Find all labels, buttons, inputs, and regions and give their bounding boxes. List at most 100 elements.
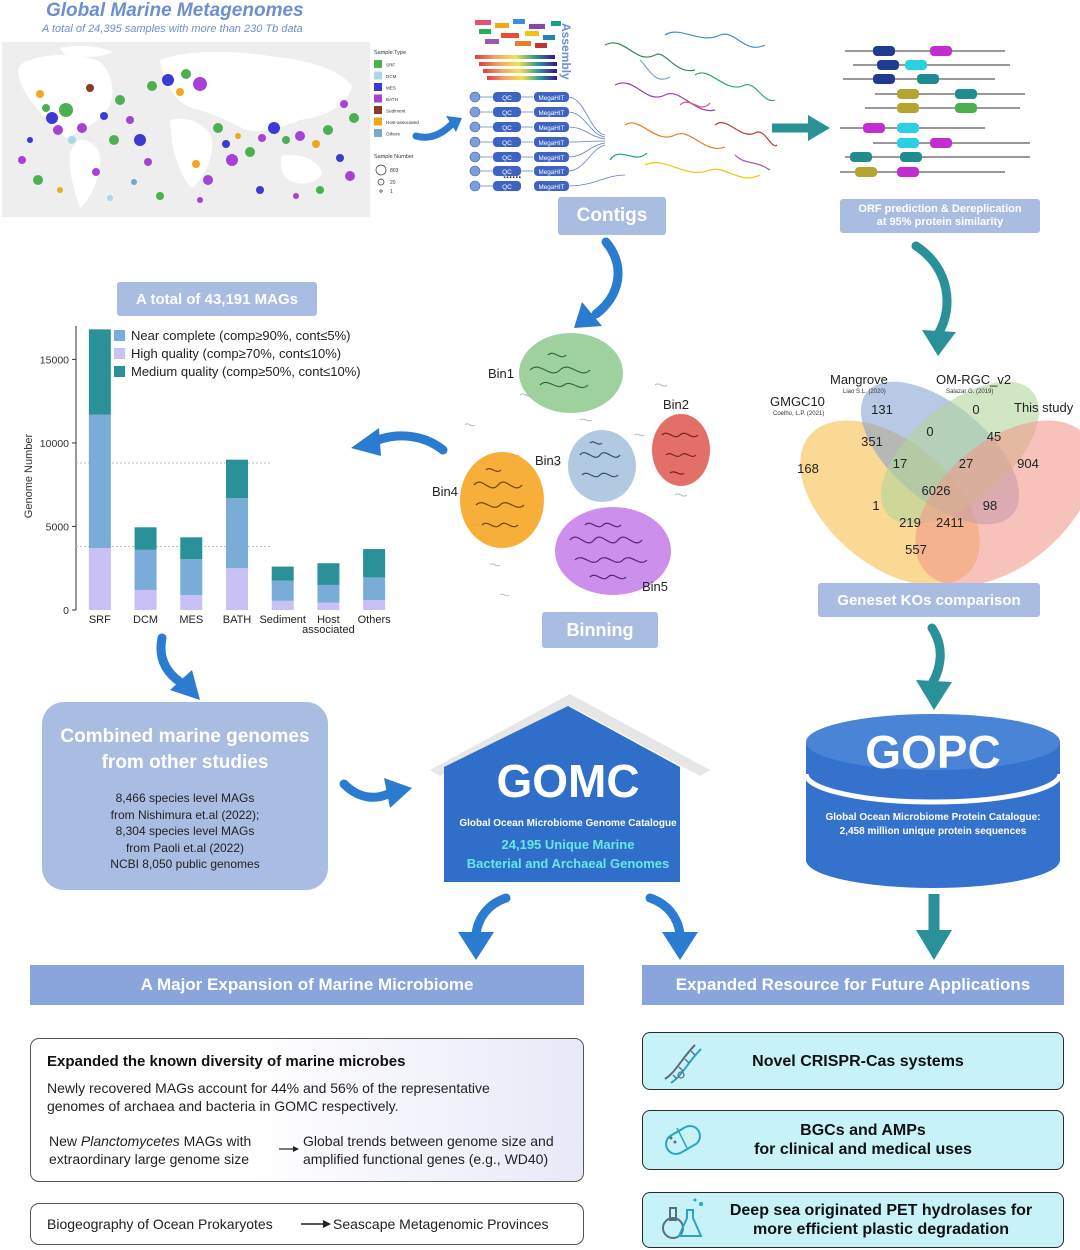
- megahit-box: [534, 166, 569, 176]
- app-pet-text: Deep sea originated PET hydrolases for m…: [713, 1201, 1049, 1239]
- world-map: Sample Type SRFDCMMESBATHSedimentHost-as…: [2, 42, 419, 217]
- bar-segment: [271, 600, 294, 610]
- combined-line: 8,304 species level MAGs: [115, 824, 255, 838]
- bin2-label: Bin2: [663, 397, 689, 412]
- map-legend-number-title: Sample Number: [374, 154, 414, 160]
- qc-label: QC: [502, 95, 512, 102]
- sample-points: [18, 69, 359, 203]
- map-legend-swatch: [374, 129, 382, 137]
- qc-box: [493, 152, 521, 162]
- megahit-label: MegaHIT: [539, 110, 565, 117]
- pill-icon: [665, 1125, 701, 1155]
- diversity-body-line2: genomes of archaea and bacteria in GOMC …: [47, 1098, 399, 1114]
- read-dot: [469, 121, 481, 133]
- venn-cite-mangrove: Liao S.L. (2020): [843, 389, 886, 395]
- x-category-label: BATH: [223, 614, 252, 626]
- bar-segment: [271, 566, 294, 581]
- legend-swatch: [114, 330, 125, 341]
- bar-segment: [226, 459, 248, 499]
- qc-label: QC: [502, 140, 512, 147]
- venn-count: 98: [983, 498, 997, 513]
- y-tick-label: 0: [63, 605, 69, 617]
- bin5-label: Bin5: [642, 579, 668, 594]
- legend-entry: Medium quality (comp≥50%, cont≤10%): [131, 364, 361, 379]
- mags-total-label: A total of 43,191 MAGs: [117, 282, 317, 316]
- orf-label-line1: ORF prediction & Dereplication: [858, 203, 1022, 215]
- qc-box: [493, 181, 521, 191]
- qc-label: QC: [502, 125, 512, 132]
- arrow-gomc-to-left-banner: [458, 893, 511, 960]
- qc-box: [493, 92, 521, 102]
- qc-label: QC: [502, 169, 512, 176]
- read-dot: [469, 136, 481, 148]
- bin5-cluster: [555, 507, 671, 595]
- gomc-line2: Bacterial and Archaeal Genomes: [467, 856, 670, 871]
- qc-box: [493, 166, 521, 176]
- banner-right: Expanded Resource for Future Application…: [642, 965, 1064, 1005]
- bin4-cluster: [460, 452, 544, 548]
- gopc-line2: 2,458 million unique protein sequences: [840, 826, 1027, 837]
- venn-set-gmgc: GMGC10: [770, 394, 825, 409]
- map-legend-type-label: Host-associated: [386, 120, 419, 125]
- map-title: Global Marine Metagenomes: [46, 0, 304, 21]
- bar-segment: [317, 563, 340, 585]
- legend-entry: High quality (comp≥70%, cont≤10%): [131, 346, 341, 361]
- planctomycetes-text: New Planctomycetes MAGs with extraordina…: [49, 1132, 251, 1168]
- assembly-dots: ......: [503, 169, 521, 181]
- qc-box: [493, 107, 521, 117]
- arrow-gomc-to-right-banner: [645, 893, 698, 960]
- gomc-subtitle: Global Ocean Microbiome Genome Catalogue: [459, 818, 677, 829]
- map-legend-type-label: MES: [386, 86, 396, 91]
- bin1-label: Bin1: [488, 366, 514, 381]
- binning-diagram: Bin1 Bin2 Bin3 Bin4 Bin5: [432, 333, 710, 597]
- megahit-box: [534, 181, 569, 191]
- map-legend: Sample Type SRFDCMMESBATHSedimentHost-as…: [374, 50, 419, 195]
- map-legend-type-label: BATH: [386, 97, 398, 102]
- megahit-label: MegaHIT: [539, 95, 565, 102]
- read-dot: [469, 91, 481, 103]
- bar-segment: [88, 414, 111, 549]
- venn-caption: Geneset KOs comparison: [818, 583, 1040, 617]
- app-crispr-text: Novel CRISPR-Cas systems: [713, 1052, 1003, 1071]
- venn-count: 0: [926, 424, 933, 439]
- megahit-label: MegaHIT: [539, 155, 565, 162]
- app-bgcs-text: BGCs and AMPs for clinical and medical u…: [713, 1121, 1013, 1159]
- map-legend-type-label: Others: [386, 132, 400, 137]
- qc-box: [493, 122, 521, 132]
- venn-count: 0: [972, 402, 979, 417]
- qc-box: [493, 137, 521, 147]
- orf-diagram: [840, 46, 1030, 177]
- read-fragments: [475, 19, 561, 48]
- arrow-venn-to-gopc: [916, 623, 952, 710]
- map-legend-swatch: [374, 94, 382, 103]
- arrow-binning-to-chart: [351, 428, 448, 456]
- biogeography-box: Biogeography of Ocean Prokaryotes Seasca…: [30, 1203, 584, 1245]
- megahit-box: [534, 137, 569, 147]
- bar-segment: [88, 548, 111, 610]
- trend-line2: amplified functional genes (e.g., WD40): [303, 1151, 549, 1167]
- app-card-bgcs: BGCs and AMPs for clinical and medical u…: [642, 1110, 1064, 1170]
- orf-label-line2: at 95% protein similarity: [876, 216, 1004, 228]
- bar-segment: [226, 498, 248, 569]
- bin3-cluster: [568, 430, 636, 502]
- map-legend-number-2: 20: [390, 180, 396, 186]
- assembly-label: Assembly: [559, 23, 573, 80]
- combined-line: from Nishimura et.al (2022);: [110, 807, 260, 822]
- megahit-label: MegaHIT: [539, 125, 565, 132]
- app-pet-line2: more efficient plastic degradation: [752, 1221, 1010, 1238]
- y-tick-label: 5000: [46, 521, 70, 533]
- bin2-cluster: [652, 414, 710, 486]
- planc-line2: extraordinary large genome size: [49, 1151, 249, 1167]
- venn-count: 27: [959, 456, 973, 471]
- arrow-gopc-to-right-banner: [916, 894, 952, 960]
- combined-line: NCBI 8,050 public genomes: [110, 857, 260, 871]
- map-legend-title: Sample Type: [374, 50, 406, 56]
- read-dot: [469, 165, 481, 177]
- x-category-label: MES: [179, 614, 203, 626]
- bin3-label: Bin3: [535, 453, 561, 468]
- venn-cite-gmgc: Coelho, L.P. (2021): [773, 411, 824, 417]
- app-bgcs-line1: BGCs and AMPs: [800, 1122, 926, 1139]
- gopc-database: GOPC Global Ocean Microbiome Protein Cat…: [803, 714, 1063, 888]
